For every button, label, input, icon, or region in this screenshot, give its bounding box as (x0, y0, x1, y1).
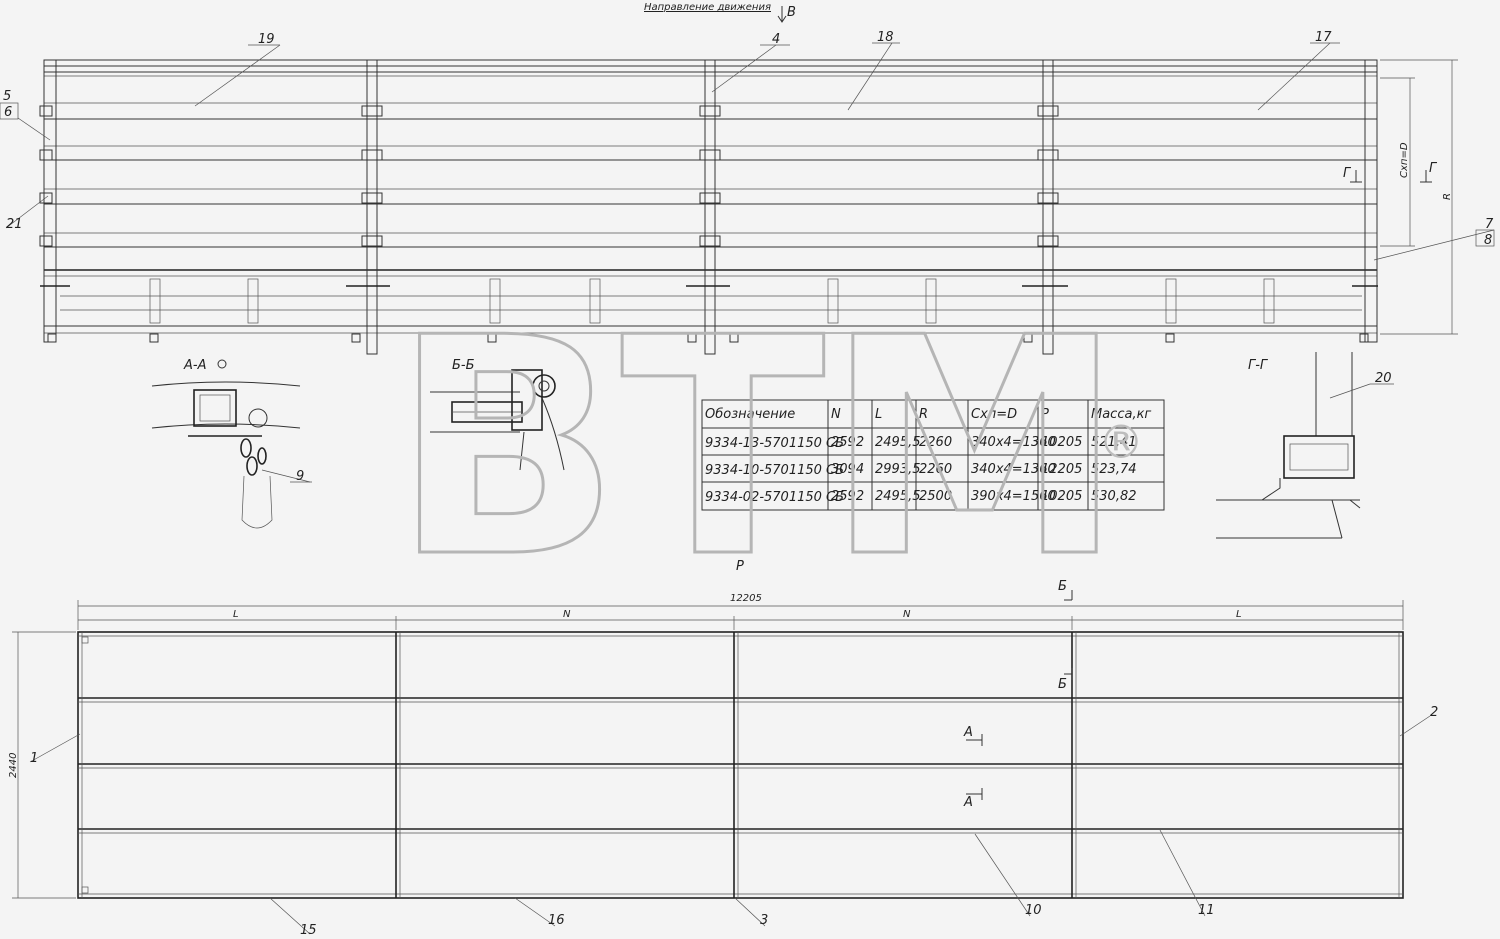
btm-watermark-logo: BTM ® (391, 273, 1145, 625)
table-row: 9334-13-5701150 СБ 2592 2495,5 2260 340x… (705, 435, 1137, 451)
section-gg-view (1216, 352, 1394, 539)
table-cell: 523,74 (1091, 462, 1137, 477)
callout-19: 19 (258, 32, 275, 47)
callout-21: 21 (6, 217, 23, 232)
table-cell: 9334-10-5701150 СБ (705, 463, 844, 478)
registered-mark: ® (1098, 415, 1144, 469)
table-cell: 2993,5 (875, 462, 921, 477)
callout-16: 16 (548, 913, 565, 928)
plan-view (12, 590, 1431, 935)
section-mark-b-top: Б (1058, 579, 1067, 594)
callout-4: 4 (772, 32, 780, 47)
dim-n-right: N (903, 609, 911, 620)
section-mark-g-right: Г (1429, 161, 1438, 176)
dim-r: R (1442, 193, 1453, 200)
dim-width: 2440 (8, 753, 19, 778)
table-cell: 2592 (831, 435, 864, 450)
dim-n-left: N (563, 609, 571, 620)
table-header-r: R (919, 407, 928, 422)
table-row: 9334-10-5701150 СБ 3094 2993,5 2260 340x… (705, 462, 1137, 478)
section-mark-g-left: Г (1343, 166, 1352, 181)
callout-2: 2 (1430, 705, 1438, 720)
callout-5: 5 (3, 89, 11, 104)
table-header-l: L (875, 407, 882, 422)
table-cell: 12205 (1041, 462, 1082, 477)
view-marker-b: В (787, 5, 796, 20)
table-cell: 2592 (831, 489, 864, 504)
callout-20: 20 (1375, 371, 1392, 386)
callout-10: 10 (1025, 903, 1042, 918)
table-header-designation: Обозначение (705, 407, 795, 422)
table-cell: 521,41 (1091, 435, 1137, 450)
table-header-n: N (831, 407, 841, 422)
watermark-text: BTM (392, 274, 1124, 623)
callout-7: 7 (1485, 217, 1494, 232)
table-header-p: P (1041, 407, 1049, 422)
section-bb-title: Б-Б (452, 358, 475, 373)
dim-l-left: L (233, 609, 239, 620)
section-mark-a-lower: А (963, 795, 973, 810)
table-cell: 340x4=1360 (971, 462, 1056, 477)
table-cell: 530,82 (1091, 489, 1137, 504)
callout-6: 6 (4, 105, 12, 120)
table-cell: 10205 (1041, 435, 1082, 450)
table-cell: 2495,5 (875, 489, 921, 504)
callout-15: 15 (300, 923, 317, 938)
callout-9: 9 (296, 469, 304, 484)
table-cell: 9334-02-5701150 СБ (705, 490, 844, 505)
dim-sxp: Схп=D (1399, 142, 1410, 178)
table-row: 9334-02-5701150 СБ 2592 2495,5 2500 390x… (705, 489, 1137, 505)
section-aa-title: А-А (183, 358, 206, 373)
table-cell: 390x4=1560 (971, 489, 1056, 504)
section-mark-a-upper: А (963, 725, 973, 740)
section-mark-b-plan: Б (1058, 677, 1067, 692)
callout-11: 11 (1198, 903, 1215, 918)
table-cell: 2260 (919, 462, 952, 477)
callout-1: 1 (30, 751, 38, 766)
table-cell: 2495,5 (875, 435, 921, 450)
dim-l-right: L (1236, 609, 1242, 620)
table-cell: 340x4=1360 (971, 435, 1056, 450)
table-header-sxp: Схп=D (971, 407, 1017, 422)
side-view (0, 6, 1495, 355)
parameters-table: Обозначение N L R Схп=D P Масса,кг 9334-… (701, 399, 1165, 511)
dim-p: P (736, 559, 744, 574)
table-cell: 10205 (1041, 489, 1082, 504)
table-cell: 3094 (831, 462, 864, 477)
callout-8: 8 (1484, 233, 1492, 248)
callout-17: 17 (1315, 30, 1332, 45)
table-cell: 2500 (919, 489, 952, 504)
direction-of-travel-label: Направление движения (644, 2, 771, 13)
callout-18: 18 (877, 30, 894, 45)
section-gg-title: Г-Г (1248, 358, 1269, 373)
section-aa-view (151, 359, 312, 529)
callout-3: 3 (760, 913, 768, 928)
section-bb-view (430, 369, 565, 471)
table-cell: 9334-13-5701150 СБ (705, 436, 844, 451)
table-header-mass: Масса,кг (1091, 407, 1151, 422)
dim-total-length: 12205 (730, 593, 762, 604)
table-cell: 2260 (919, 435, 952, 450)
